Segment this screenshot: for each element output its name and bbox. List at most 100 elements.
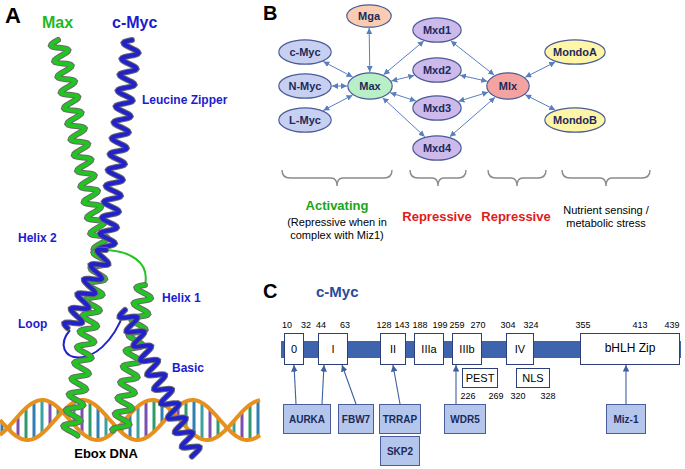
base-pair xyxy=(41,400,44,434)
domain-box: I xyxy=(318,333,348,365)
function-label: Repressive xyxy=(481,210,550,225)
interactor-box: AURKA xyxy=(283,404,331,434)
loop-strand xyxy=(64,310,125,358)
base-pair xyxy=(97,407,100,440)
connector xyxy=(323,95,352,110)
residue-number: 44 xyxy=(316,320,326,330)
node-text: TRRAP xyxy=(383,414,417,425)
protein-node: Mxd1 xyxy=(412,17,462,43)
residue-number: 128 xyxy=(376,320,391,330)
ellipse-shape xyxy=(413,58,461,82)
residue-number: 304 xyxy=(500,320,515,330)
residue-number: 143 xyxy=(394,320,409,330)
node-text: IIIb xyxy=(459,343,474,355)
node-text: Mxd1 xyxy=(423,24,451,36)
protein-label: c-Myc xyxy=(112,14,157,32)
node-text: L-Myc xyxy=(289,114,321,126)
alpha-helix xyxy=(99,40,139,248)
protein-node: N-Myc xyxy=(278,73,332,99)
protein-node: Mxd2 xyxy=(412,57,462,83)
ellipse-shape xyxy=(413,96,461,120)
residue-number: 320 xyxy=(510,391,525,401)
ellipse-shape xyxy=(545,108,605,132)
protein-label: Max xyxy=(42,14,73,32)
residue-number: 269 xyxy=(488,391,503,401)
residue-number: 328 xyxy=(540,391,555,401)
base-pair xyxy=(153,400,156,432)
domain-box: IV xyxy=(506,333,534,365)
domain-box: bHLH Zip xyxy=(580,333,680,365)
ellipse-shape xyxy=(487,73,529,99)
base-pair xyxy=(25,408,28,440)
protein-node: Max xyxy=(347,72,393,100)
base-pair xyxy=(249,405,252,440)
protein-node: Mxd3 xyxy=(412,95,462,121)
residue-number: 355 xyxy=(575,320,590,330)
curly-bracket xyxy=(410,170,466,186)
node-text: Mlx xyxy=(499,80,517,92)
structure-label: Leucine Zipper xyxy=(142,94,227,108)
alpha-helix xyxy=(63,250,107,436)
node-text: FBW7 xyxy=(342,414,370,425)
protein-node: Mxd4 xyxy=(412,135,462,161)
alpha-helix xyxy=(120,310,200,457)
base-pair xyxy=(209,409,212,440)
protein-node: MondoA xyxy=(544,39,606,65)
node-text: MondoA xyxy=(553,46,597,58)
group-brackets xyxy=(282,170,650,186)
node-text: AURKA xyxy=(289,414,325,425)
motif-box: PEST xyxy=(462,368,498,388)
residue-number: 413 xyxy=(632,320,647,330)
structure-label: Loop xyxy=(18,318,47,332)
protein-title: c-Myc xyxy=(316,283,359,300)
alpha-helix xyxy=(51,40,108,251)
panel-letter: B xyxy=(263,2,277,25)
interactor-box: SKP2 xyxy=(380,436,420,466)
residue-number: 188 xyxy=(412,320,427,330)
helix-outline xyxy=(64,250,108,329)
residue-number: 199 xyxy=(432,320,447,330)
node-text: Mxd4 xyxy=(423,142,451,154)
base-pair xyxy=(145,401,148,437)
residue-number: 270 xyxy=(470,320,485,330)
node-text: SKP2 xyxy=(387,446,413,457)
node-text: WDR5 xyxy=(450,414,479,425)
panel-letter: A xyxy=(5,3,21,28)
panel-letter: C xyxy=(263,280,277,303)
alpha-helix xyxy=(64,250,108,329)
connector xyxy=(342,365,356,404)
protein-node: MondoB xyxy=(544,107,606,133)
connector xyxy=(525,95,555,110)
residue-number: 32 xyxy=(301,320,311,330)
helix-outline xyxy=(63,250,107,436)
structure-label: Basic xyxy=(172,362,204,376)
protein-node: Mga xyxy=(346,4,392,28)
curly-bracket xyxy=(562,170,650,186)
connector xyxy=(458,92,488,101)
function-note: (Repressive when in complex with Miz1) xyxy=(281,216,393,241)
connector xyxy=(390,93,416,101)
helix-outline xyxy=(51,40,108,251)
protein-node: c-Myc xyxy=(278,39,332,65)
domain-box: II xyxy=(380,333,406,365)
node-text: PEST xyxy=(466,372,495,384)
protein-dna-structure xyxy=(0,40,260,457)
node-text: 0 xyxy=(291,343,297,355)
node-text: Mxd2 xyxy=(423,64,451,76)
curly-bracket xyxy=(488,170,546,186)
node-text: NLS xyxy=(522,372,543,384)
motif-box: NLS xyxy=(516,368,550,388)
helix-outline xyxy=(99,40,139,248)
function-label: Nutrient sensing / metabolic stress xyxy=(558,204,654,229)
ellipse-shape xyxy=(545,40,605,64)
interactor-box: Miz-1 xyxy=(606,404,646,434)
helix-outline xyxy=(120,310,200,457)
node-text: Max xyxy=(359,80,380,92)
ellipse-shape xyxy=(413,136,461,160)
domain-box: IIIa xyxy=(414,333,444,365)
connector xyxy=(369,28,371,72)
ellipse-shape xyxy=(413,18,461,42)
node-text: IIIa xyxy=(421,343,436,355)
structure-label: Helix 1 xyxy=(162,292,201,306)
base-pair xyxy=(201,403,204,439)
